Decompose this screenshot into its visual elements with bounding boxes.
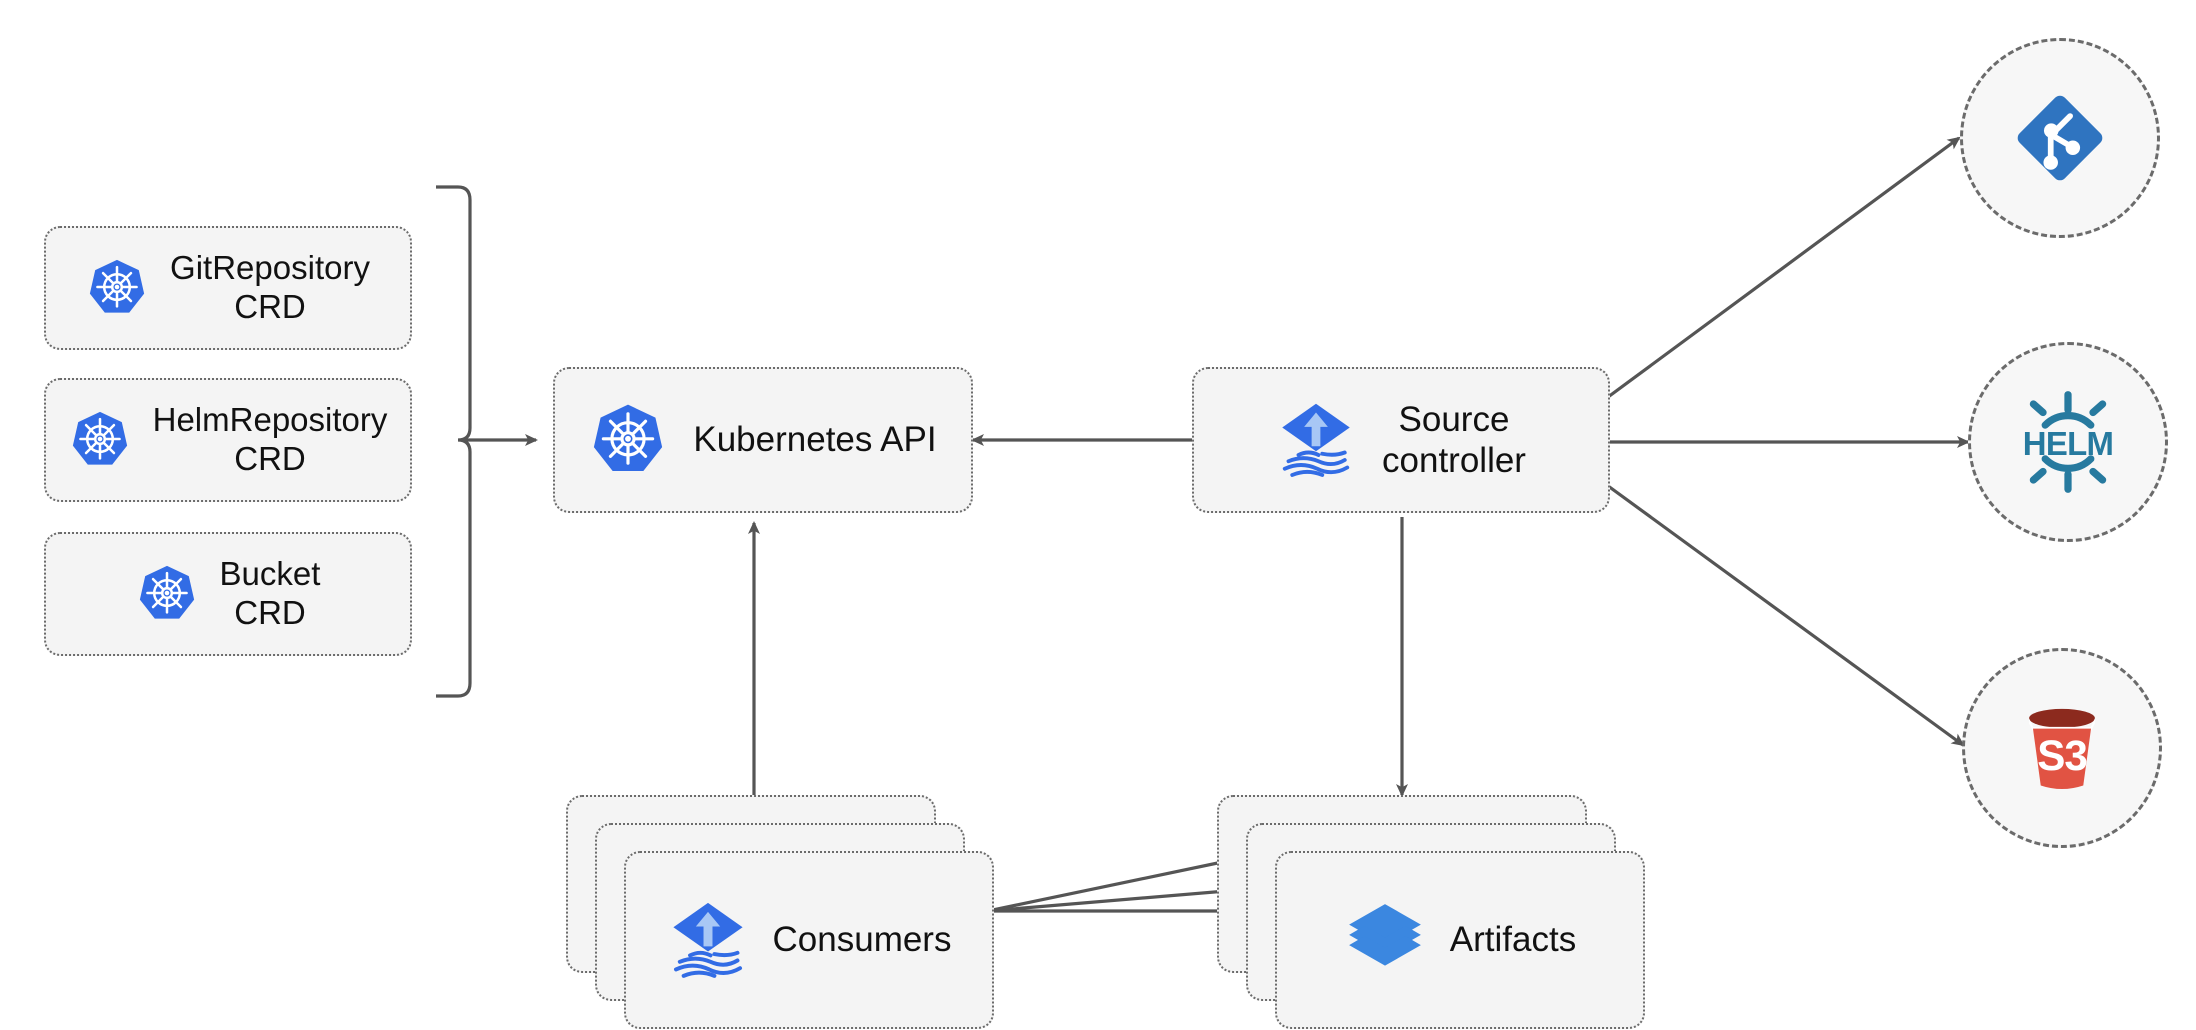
kubernetes-icon — [69, 409, 131, 471]
edge-source-controller-to-s3 — [1603, 481, 1965, 747]
svg-text:HELM: HELM — [2023, 425, 2113, 462]
s3-bucket-icon: S3 — [2008, 694, 2116, 802]
consumers-sheet-front[interactable]: Consumers — [624, 851, 994, 1029]
edge-source-controller-to-git — [1603, 136, 1961, 402]
kubernetes-icon — [136, 563, 198, 625]
endpoint-helm[interactable]: HELM HELM — [1968, 342, 2168, 542]
node-consumers[interactable]: Consumers — [566, 795, 996, 1030]
node-bucket-crd[interactable]: Bucket CRD — [44, 532, 412, 656]
endpoint-git[interactable]: Git — [1960, 38, 2160, 238]
node-kubernetes-api[interactable]: Kubernetes API — [553, 367, 973, 513]
node-label: Consumers — [772, 920, 952, 959]
artifacts-sheet-front[interactable]: Artifacts — [1275, 851, 1645, 1029]
node-label: GitRepository CRD — [170, 249, 370, 325]
node-helmrepository-crd[interactable]: HelmRepository CRD — [44, 378, 412, 502]
edge-consumers-to-artifacts-1 — [987, 855, 1234, 913]
node-label: HelmRepository CRD — [152, 401, 388, 477]
flux-icon — [1276, 400, 1356, 480]
node-gitrepository-crd[interactable]: GitRepository CRD — [44, 226, 412, 350]
layers-icon — [1344, 899, 1426, 981]
svg-text:S3: S3 — [2037, 732, 2087, 779]
node-label: Kubernetes API — [693, 420, 937, 460]
flux-icon — [667, 899, 749, 981]
node-source-controller[interactable]: Source controller — [1192, 367, 1610, 513]
node-artifacts[interactable]: Artifacts — [1217, 795, 1647, 1030]
endpoint-s3[interactable]: S3 S3 — [1962, 648, 2162, 848]
node-label: Bucket CRD — [219, 555, 321, 631]
git-icon — [2006, 84, 2114, 192]
kubernetes-icon — [589, 401, 667, 479]
helm-icon: HELM — [2014, 388, 2122, 496]
node-label: Artifacts — [1449, 920, 1577, 959]
kubernetes-icon — [86, 257, 148, 319]
crd-group-bracket — [436, 185, 472, 698]
node-label: Source controller — [1382, 399, 1526, 480]
